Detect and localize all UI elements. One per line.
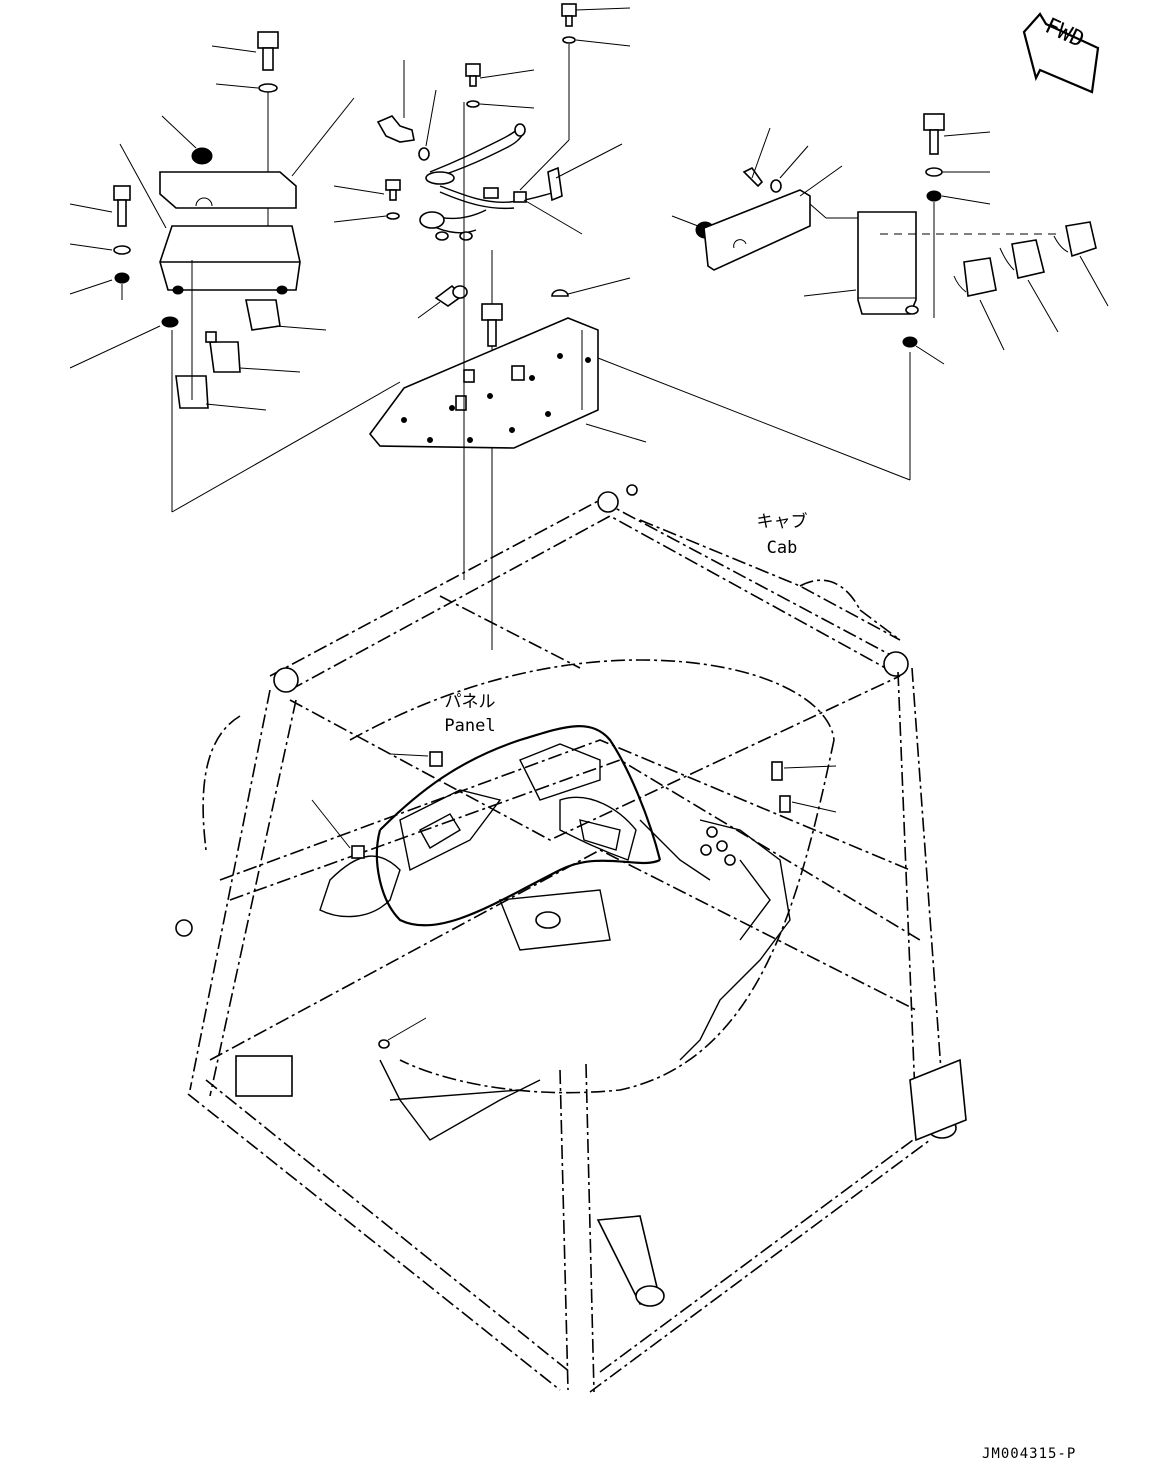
panel-label-en: Panel	[444, 716, 496, 736]
drawing-code: JM004315-P	[982, 1446, 1077, 1462]
right-bracket-assembly	[671, 113, 1109, 365]
fwd-label: FWD	[1041, 14, 1088, 53]
cab-label-en: Cab	[766, 538, 798, 558]
cab-label-jp: キャブ	[756, 512, 808, 532]
console-panel	[311, 725, 837, 1141]
fwd-arrow: FWD	[1022, 12, 1100, 94]
center-plate-assembly	[333, 3, 911, 650]
panel-label-jp: パネル	[444, 692, 496, 712]
panel-region-outline	[349, 659, 835, 1094]
cab-frame	[175, 484, 967, 1393]
left-bracket-assembly	[69, 31, 401, 513]
